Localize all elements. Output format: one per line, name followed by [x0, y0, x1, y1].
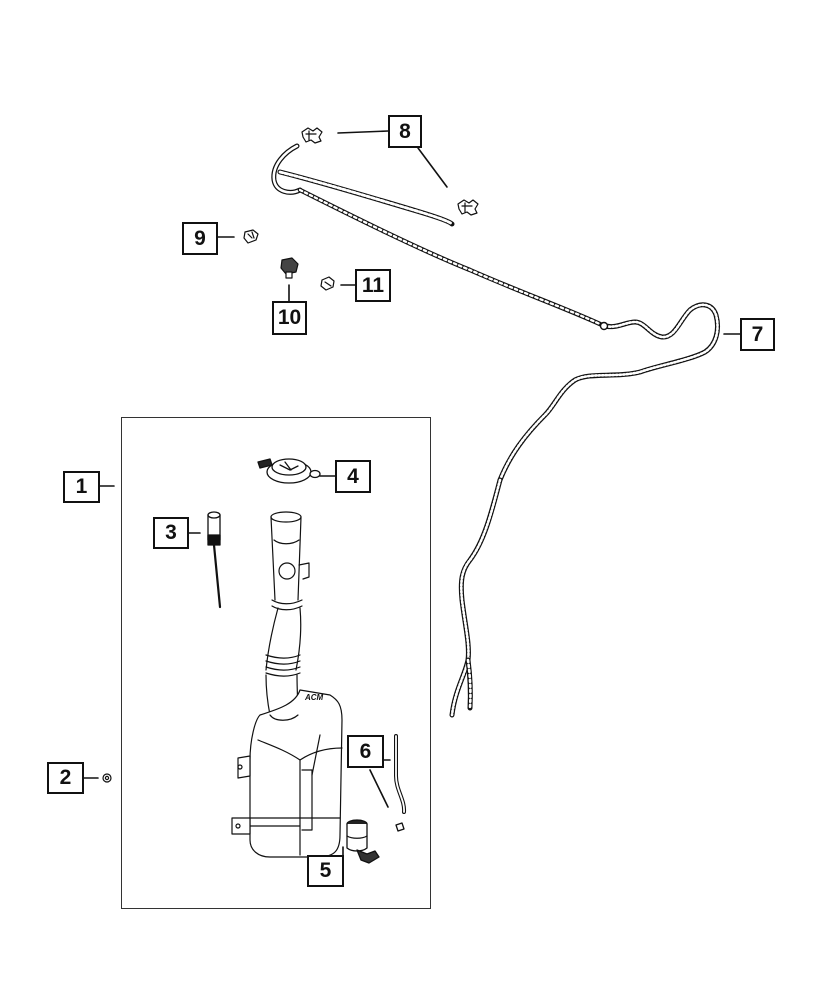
callout-label: 11	[361, 273, 385, 297]
reservoir-cap	[257, 458, 321, 484]
callout-8[interactable]: 8	[388, 115, 422, 148]
callout-7[interactable]: 7	[740, 318, 775, 351]
callout-label: 5	[319, 859, 332, 882]
fluid-level-sensor	[207, 511, 222, 609]
callout-label: 4	[347, 464, 359, 488]
hose-connector	[599, 321, 609, 331]
hose-clip-11	[320, 276, 335, 291]
reservoir-marking: ACM	[304, 693, 324, 702]
washer-nozzle-left	[301, 127, 323, 144]
callout-label: 3	[165, 521, 177, 544]
callout-label: 8	[399, 119, 411, 143]
callout-6[interactable]: 6	[347, 735, 384, 768]
filler-neck	[265, 511, 310, 716]
callout-2[interactable]: 2	[47, 762, 84, 794]
hose-clip-9	[243, 229, 259, 244]
leader-8b	[417, 147, 448, 188]
washer-reservoir-tank	[231, 689, 343, 858]
callout-label: 9	[194, 226, 206, 250]
washer-hose-short	[394, 734, 407, 832]
callout-label: 10	[277, 306, 302, 329]
callout-3[interactable]: 3	[153, 517, 189, 549]
nut-fastener	[102, 773, 112, 783]
leader-6b	[369, 769, 389, 808]
callout-label: 6	[359, 739, 372, 763]
callout-5[interactable]: 5	[307, 855, 344, 887]
callout-11[interactable]: 11	[355, 269, 391, 302]
washer-pump	[346, 819, 380, 864]
reservoir-assembly-group-frame	[121, 417, 431, 909]
leader-lines	[82, 130, 741, 859]
callout-label: 2	[59, 766, 72, 789]
washer-hose-assembly	[271, 143, 721, 718]
callout-4[interactable]: 4	[335, 460, 371, 493]
callout-9[interactable]: 9	[182, 222, 218, 255]
leader-8a	[337, 130, 389, 134]
callout-label: 7	[751, 322, 764, 346]
callout-label: 1	[75, 475, 88, 498]
washer-nozzle-right	[457, 199, 479, 216]
callout-1[interactable]: 1	[63, 471, 100, 503]
hose-clip-10	[280, 257, 299, 279]
callout-10[interactable]: 10	[272, 301, 307, 335]
